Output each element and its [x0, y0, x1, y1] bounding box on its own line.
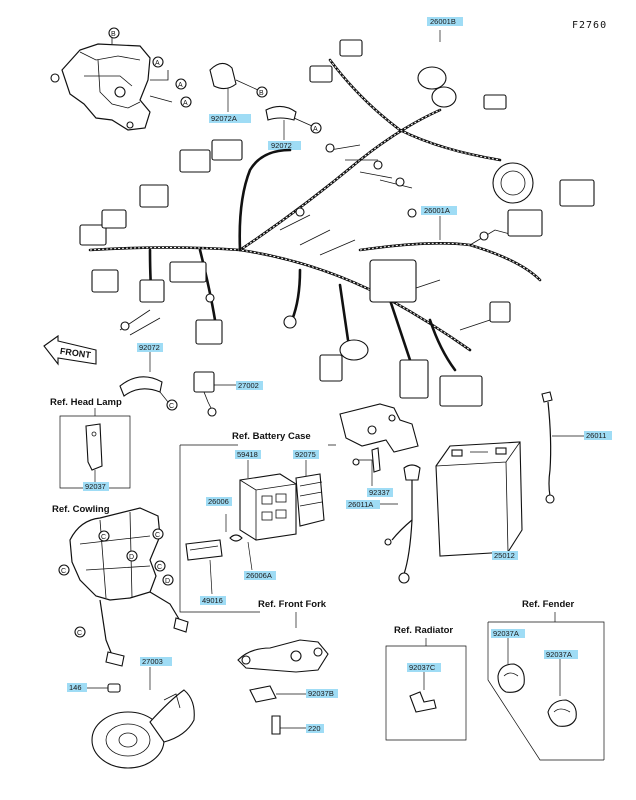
part-label-25012: 25012 [494, 551, 515, 560]
part-label-92075: 92075 [295, 450, 316, 459]
ref-head-lamp: Ref. Head Lamp [50, 397, 122, 408]
callout-a: A [155, 60, 160, 67]
part-label-59418: 59418 [237, 450, 258, 459]
part-label-92072-top: 92072 [271, 141, 292, 150]
callout-a: A [313, 126, 318, 133]
part-tag-bg [244, 571, 276, 580]
part-tag-bg [83, 482, 109, 491]
radiator-bracket-drawing [409, 672, 437, 713]
part-label-220: 220 [308, 724, 321, 733]
part-label-92037c: 92037C [409, 663, 436, 672]
part-tag-bg [584, 431, 612, 440]
part-tag-bg [209, 114, 251, 123]
clamp-92072-top-drawing [265, 105, 322, 140]
part-tag-bg [421, 206, 457, 215]
battery-case-bracket-drawing [339, 403, 419, 486]
part-label-92037: 92037 [85, 482, 106, 491]
part-tag-bg [268, 141, 301, 150]
callout-a: A [183, 100, 188, 107]
part-tag-bg [306, 689, 338, 698]
part-tag-bg [427, 17, 463, 26]
part-label-92072a: 92072A [211, 114, 237, 123]
part-tag-bg [306, 724, 324, 733]
part-label-26006a: 26006A [246, 571, 272, 580]
part-label-146: 146 [69, 683, 82, 692]
part-tag-bg [67, 683, 87, 692]
part-tag-bg [200, 596, 226, 605]
part-label-27003: 27003 [142, 657, 163, 666]
battery-cable-26011a-drawing [380, 464, 421, 584]
relay-27002-drawing [193, 371, 236, 417]
part-label-26011: 26011 [586, 431, 606, 440]
frame-bracket-drawing [50, 27, 192, 131]
callout-c: C [77, 630, 82, 637]
ref-fender: Ref. Fender [522, 599, 575, 610]
part-label-27002: 27002 [238, 381, 259, 390]
part-label-26001b: 26001B [430, 17, 456, 26]
callout-c: C [155, 532, 160, 539]
part-label-49016: 49016 [202, 596, 223, 605]
clamp-92072-mid-drawing [119, 352, 178, 411]
radiator-frame [385, 645, 467, 741]
callout-b: B [111, 31, 116, 38]
part-tag-bg [407, 663, 441, 672]
part-label-92337: 92337 [369, 488, 390, 497]
callout-d: D [129, 554, 134, 561]
part-label-26011a: 26011A [348, 500, 373, 509]
part-tag-bg [235, 450, 261, 459]
part-tag-bg [293, 450, 319, 459]
part-tag-bg [140, 657, 172, 666]
ref-front-fork: Ref. Front Fork [258, 599, 327, 610]
ref-cowling: Ref. Cowling [52, 504, 110, 515]
horn-27003-drawing [87, 667, 195, 769]
part-label-92037b: 92037B [308, 689, 334, 698]
part-tag-bg [137, 343, 163, 352]
part-label-26001a: 26001A [424, 206, 450, 215]
part-label-92072-mid: 92072 [139, 343, 160, 352]
part-tag-bg [492, 551, 518, 560]
battery-case-frame [179, 444, 336, 613]
part-tag-bg [236, 381, 263, 390]
clamp-92072a-drawing [209, 62, 268, 112]
callout-c: C [169, 403, 174, 410]
battery-25012-drawing [435, 441, 523, 560]
battery-cable-26011-drawing [541, 391, 584, 504]
part-label-92037a-right: 92037A [546, 650, 572, 659]
callout-b: B [259, 90, 264, 97]
front-direction-arrow [43, 334, 97, 366]
callout-d: D [165, 578, 170, 585]
harness-connectors [79, 39, 595, 407]
part-label-92037a-left: 92037A [493, 629, 519, 638]
part-tag-bg [491, 629, 525, 638]
fuse-box-drawing [185, 460, 325, 595]
main-wiring-harness [88, 58, 542, 372]
fender-clamps-drawing [497, 638, 577, 727]
head-lamp-bracket-drawing [59, 408, 131, 489]
cowling-bracket-drawing [58, 507, 189, 667]
callout-c: C [157, 564, 162, 571]
part-tag-bg [206, 497, 232, 506]
callout-a: A [178, 82, 183, 89]
part-tag-bg [544, 650, 578, 659]
fender-frame [487, 621, 605, 761]
figure-id: F2760 [572, 20, 607, 31]
front-label: FRONT [59, 346, 92, 360]
ref-radiator: Ref. Radiator [394, 625, 453, 636]
part-tag-bg [346, 500, 380, 509]
part-tag-bg [367, 488, 393, 497]
ref-battery-case: Ref. Battery Case [232, 431, 311, 442]
callout-c: C [101, 534, 106, 541]
front-fork-bracket-drawing [237, 612, 329, 735]
callout-c: C [61, 568, 66, 575]
part-label-26006: 26006 [208, 497, 229, 506]
